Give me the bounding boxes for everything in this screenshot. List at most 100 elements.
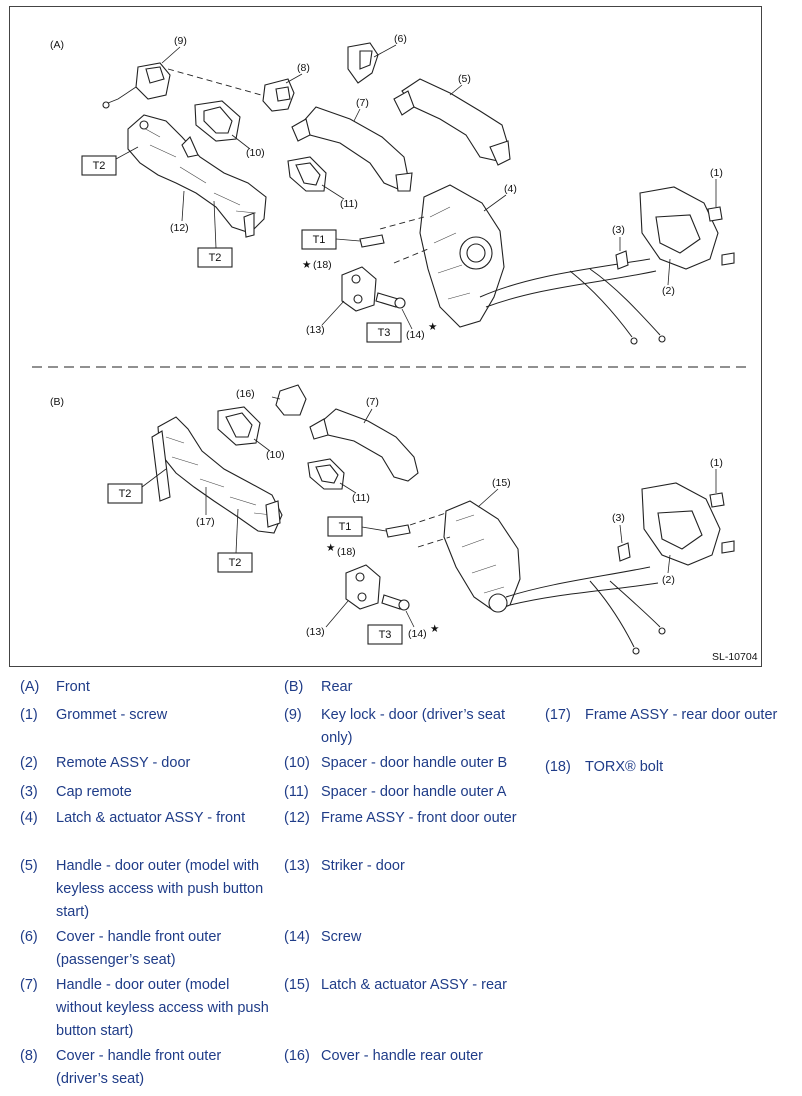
section-a-label: (A)	[50, 39, 64, 51]
diagram-canvas: (A) (9) (8) (6) (5) (10) (7)	[32, 33, 758, 663]
legend-num: (10)	[284, 755, 310, 771]
legend-text: Grommet - screw	[56, 707, 168, 723]
callout-3-b: (3)	[612, 512, 625, 524]
handle-rear-part	[309, 408, 419, 482]
legend-text: Frame ASSY - front door outer	[321, 810, 517, 826]
legend-num: (A)	[20, 679, 40, 695]
legend-text: Latch & actuator ASSY - rear	[321, 977, 507, 993]
t1-label-a: T1	[313, 234, 326, 246]
legend-text: Cover - handle rear outer	[321, 1048, 483, 1064]
callout-17: (17)	[196, 516, 215, 528]
spacer-a-rear-part	[307, 458, 345, 490]
frame-rear-part	[151, 416, 283, 534]
exploded-diagram: (A) (9) (8) (6) (5) (10) (7)	[9, 6, 762, 667]
remote-a-part	[615, 186, 735, 270]
legend-num: (17)	[545, 707, 571, 723]
callout-7: (7)	[356, 97, 369, 109]
cover-driver-part	[262, 78, 295, 112]
callout-10-b: (10)	[266, 449, 285, 461]
legend-num: (16)	[284, 1048, 310, 1064]
legend-num: (13)	[284, 858, 310, 874]
legend-text: Spacer - door handle outer B	[321, 755, 508, 771]
latch-front-part	[379, 184, 505, 328]
callout-2-b: (2)	[662, 574, 675, 586]
callout-12: (12)	[170, 222, 189, 234]
torx-bolt-a	[359, 234, 385, 248]
legend-num: (9)	[284, 707, 302, 723]
legend-text: Cover - handle front outer (passenger’s …	[56, 929, 222, 968]
callout-14-b: (14)	[408, 628, 427, 640]
t2-label-b2: T2	[229, 557, 242, 569]
callout-3-a: (3)	[612, 224, 625, 236]
star-18-b: ★	[326, 542, 336, 554]
callout-6: (6)	[394, 33, 407, 45]
legend-num: (5)	[20, 858, 38, 874]
callout-8: (8)	[297, 62, 310, 74]
torx-bolt-b	[385, 524, 411, 538]
handle-keyless-part	[393, 78, 511, 166]
legend-text: Striker - door	[321, 858, 405, 874]
t2-label-a1: T2	[93, 160, 106, 172]
legend-text: Remote ASSY - door	[56, 755, 191, 771]
callout-1-a: (1)	[710, 167, 723, 179]
legend-num: (3)	[20, 784, 38, 800]
callout-7-b: (7)	[366, 396, 379, 408]
callout-14-a: (14)	[406, 329, 425, 341]
callout-15: (15)	[492, 477, 511, 489]
legend-text: Key lock - door (driver’s seat only)	[321, 707, 506, 746]
legend-num: (6)	[20, 929, 38, 945]
spacer-a-part	[287, 156, 327, 192]
spacer-b-rear-part	[217, 406, 261, 446]
t2-box-b1	[107, 483, 143, 504]
callout-5: (5)	[458, 73, 471, 85]
t1-label-b: T1	[339, 521, 352, 533]
legend-text: Latch & actuator ASSY - front	[56, 810, 246, 826]
legend-num: (18)	[545, 759, 571, 775]
cable-b-2	[509, 582, 659, 606]
legend-text: Handle - door outer (model without keyle…	[56, 977, 269, 1039]
legend-num: (12)	[284, 810, 310, 826]
callout-10: (10)	[246, 147, 265, 159]
cable-b-3	[589, 580, 635, 648]
handle-standard-part	[291, 106, 413, 192]
legend-text: Handle - door outer (model with keyless …	[56, 858, 264, 920]
legend-num: (7)	[20, 977, 38, 993]
callout-18-a: (18)	[313, 259, 332, 271]
legend-table: (A)Front (B)Rear (1)Grommet - screw (9)K…	[0, 676, 802, 1096]
section-b-label: (B)	[50, 396, 64, 408]
callout-13-a: (13)	[306, 324, 325, 336]
legend-num: (15)	[284, 977, 310, 993]
callout-2-a: (2)	[662, 285, 675, 297]
t3-label-a: T3	[378, 327, 391, 339]
callout-11-b: (11)	[352, 492, 370, 504]
callout-4: (4)	[504, 183, 517, 195]
legend-text: Frame ASSY - rear door outer	[585, 707, 778, 723]
legend-text: Front	[56, 679, 90, 695]
star-14-a: ★	[428, 321, 438, 333]
callout-11: (11)	[340, 198, 358, 210]
cable-b-4	[609, 580, 661, 628]
t3-box-b	[367, 624, 403, 645]
figure-code: SL-10704	[712, 651, 758, 663]
star-18-a: ★	[302, 259, 312, 271]
legend-text: Cap remote	[56, 784, 132, 800]
legend-num: (B)	[284, 679, 304, 695]
cable-a-4	[589, 268, 661, 336]
cover-rear-part	[271, 384, 307, 416]
t2-box-a2	[197, 247, 233, 268]
t1-box-a	[301, 229, 337, 250]
cable-b-1	[505, 566, 651, 598]
cover-passenger-part	[347, 42, 379, 84]
screw-a	[375, 292, 399, 308]
key-lock-part	[102, 62, 291, 109]
legend-text: Cover - handle front outer (driver’s sea…	[56, 1048, 222, 1087]
striker-b-part	[345, 564, 381, 610]
callout-18-b: (18)	[337, 546, 356, 558]
t2-label-a2: T2	[209, 252, 222, 264]
screw-b	[381, 594, 403, 610]
star-14-b: ★	[430, 623, 440, 635]
t3-label-b: T3	[379, 629, 392, 641]
cable-a-1	[479, 258, 651, 298]
callout-16: (16)	[236, 388, 255, 400]
legend-text: Screw	[321, 929, 362, 945]
